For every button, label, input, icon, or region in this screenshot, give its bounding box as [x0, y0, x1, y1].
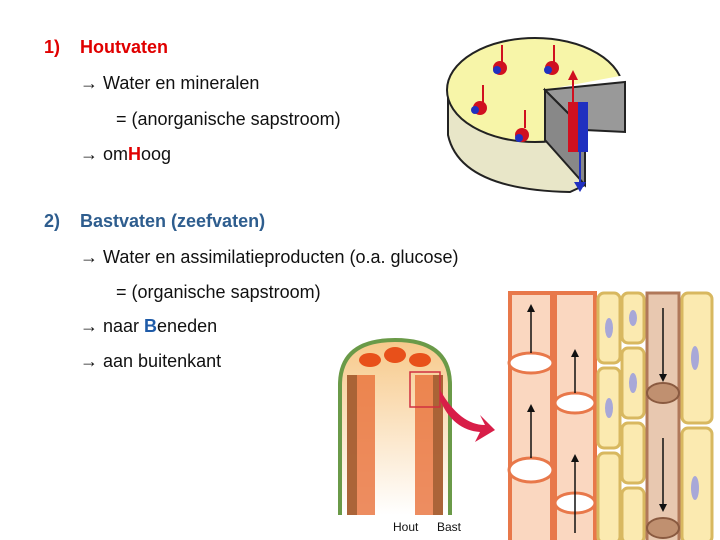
- section2-number: 2): [44, 211, 61, 231]
- section1-item-3: → omHoog: [80, 144, 171, 165]
- item-text: oog: [141, 144, 172, 164]
- item-text: Water en mineralen: [103, 73, 260, 93]
- section1-heading: 1) Houtvaten: [44, 37, 168, 58]
- item-text: aan buitenkant: [103, 351, 222, 371]
- arrow-icon: →: [80, 73, 98, 93]
- highlight-letter: B: [144, 316, 158, 336]
- arrow-icon: →: [80, 144, 98, 164]
- item-text: = (organische sapstroom): [116, 282, 321, 302]
- stem-section-illustration: [446, 37, 626, 194]
- item-text: eneden: [157, 316, 218, 336]
- highlight-letter: H: [128, 144, 142, 164]
- item-text: Water en assimilatieproducten (o.a. gluc…: [103, 247, 459, 267]
- section2-item-4: → aan buitenkant: [80, 351, 221, 372]
- section2-title: Bastvaten (zeefvaten): [80, 211, 266, 231]
- item-text: naar: [103, 316, 145, 336]
- item-text: = (anorganische sapstroom): [116, 109, 341, 129]
- section2-heading: 2) Bastvaten (zeefvaten): [44, 211, 265, 232]
- vessel-cells-illustration: [507, 291, 714, 540]
- arrow-icon: →: [80, 247, 98, 267]
- arrow-icon: →: [80, 316, 98, 336]
- section1-item-2: = (anorganische sapstroom): [116, 109, 341, 130]
- section1-title: Houtvaten: [80, 37, 169, 57]
- hout-label: Hout: [393, 520, 419, 534]
- arrow-icon: →: [80, 351, 98, 371]
- bast-label: Bast: [437, 520, 462, 534]
- section2-item-2: = (organische sapstroom): [116, 282, 321, 303]
- section1-item-1: → Water en mineralen: [80, 73, 259, 94]
- section1-number: 1): [44, 37, 61, 57]
- section2-item-1: → Water en assimilatieproducten (o.a. gl…: [80, 247, 459, 268]
- stem-longitudinal-illustration: [338, 337, 495, 515]
- item-text: om: [103, 144, 129, 164]
- section2-item-3: → naar Beneden: [80, 316, 217, 337]
